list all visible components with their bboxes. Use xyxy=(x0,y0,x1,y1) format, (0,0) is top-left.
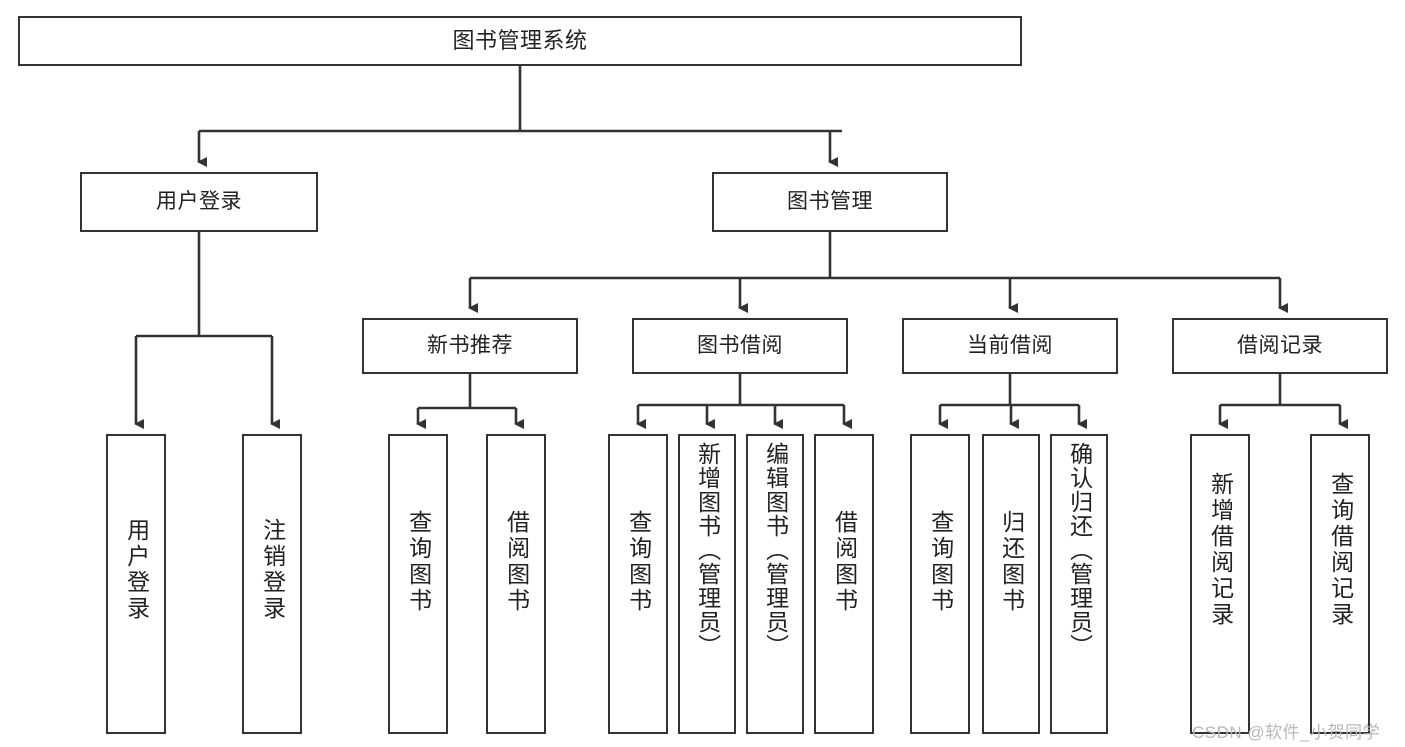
node-leaf-logout[interactable]: 注销登录 xyxy=(242,434,302,734)
node-current-borrow-label: 当前借阅 xyxy=(967,333,1053,357)
node-leaf-edit-book[interactable]: 编辑图书（管理员） xyxy=(746,434,804,734)
node-leaf-logout-label: 注销登录 xyxy=(259,518,286,622)
node-leaf-borrow-book-1[interactable]: 借阅图书 xyxy=(486,434,546,734)
node-leaf-return-book[interactable]: 归还图书 xyxy=(982,434,1040,734)
node-leaf-borrow-book-2[interactable]: 借阅图书 xyxy=(814,434,874,734)
node-leaf-add-book[interactable]: 新增图书（管理员） xyxy=(678,434,736,734)
node-book-borrow-label: 图书借阅 xyxy=(697,333,783,357)
node-leaf-query-record[interactable]: 查询借阅记录 xyxy=(1310,434,1370,734)
node-leaf-borrow-book-1-label: 借阅图书 xyxy=(503,510,530,614)
node-root-label: 图书管理系统 xyxy=(452,28,588,54)
node-new-book-recommend[interactable]: 新书推荐 xyxy=(362,318,578,374)
node-leaf-borrow-book-2-label: 借阅图书 xyxy=(831,510,858,614)
node-leaf-add-book-label: 新增图书（管理员） xyxy=(694,442,721,658)
node-leaf-query-book-2-label: 查询图书 xyxy=(625,510,652,614)
node-leaf-confirm-return[interactable]: 确认归还（管理员） xyxy=(1050,434,1108,734)
node-leaf-query-book-1[interactable]: 查询图书 xyxy=(388,434,448,734)
node-user-login[interactable]: 用户登录 xyxy=(80,172,318,232)
node-leaf-query-book-2[interactable]: 查询图书 xyxy=(608,434,668,734)
node-book-borrow[interactable]: 图书借阅 xyxy=(632,318,848,374)
node-new-book-recommend-label: 新书推荐 xyxy=(427,333,513,357)
node-borrow-record[interactable]: 借阅记录 xyxy=(1172,318,1388,374)
node-leaf-user-login-label: 用户登录 xyxy=(123,518,150,622)
node-leaf-confirm-return-label: 确认归还（管理员） xyxy=(1066,442,1093,658)
node-leaf-return-book-label: 归还图书 xyxy=(998,510,1025,614)
node-book-management-label: 图书管理 xyxy=(787,189,873,213)
node-book-management[interactable]: 图书管理 xyxy=(712,172,948,232)
csdn-watermark: CSDN @软件_小贺同学 xyxy=(1192,723,1381,742)
node-user-login-label: 用户登录 xyxy=(156,189,242,213)
node-leaf-query-book-3[interactable]: 查询图书 xyxy=(910,434,970,734)
node-leaf-query-book-3-label: 查询图书 xyxy=(927,510,954,614)
node-leaf-edit-book-label: 编辑图书（管理员） xyxy=(762,442,789,658)
node-leaf-query-record-label: 查询借阅记录 xyxy=(1327,472,1354,628)
node-leaf-add-record[interactable]: 新增借阅记录 xyxy=(1190,434,1250,734)
node-leaf-add-record-label: 新增借阅记录 xyxy=(1207,472,1234,628)
node-leaf-query-book-1-label: 查询图书 xyxy=(405,510,432,614)
node-current-borrow[interactable]: 当前借阅 xyxy=(902,318,1118,374)
node-root[interactable]: 图书管理系统 xyxy=(18,16,1022,66)
node-borrow-record-label: 借阅记录 xyxy=(1237,333,1323,357)
node-leaf-user-login[interactable]: 用户登录 xyxy=(106,434,166,734)
